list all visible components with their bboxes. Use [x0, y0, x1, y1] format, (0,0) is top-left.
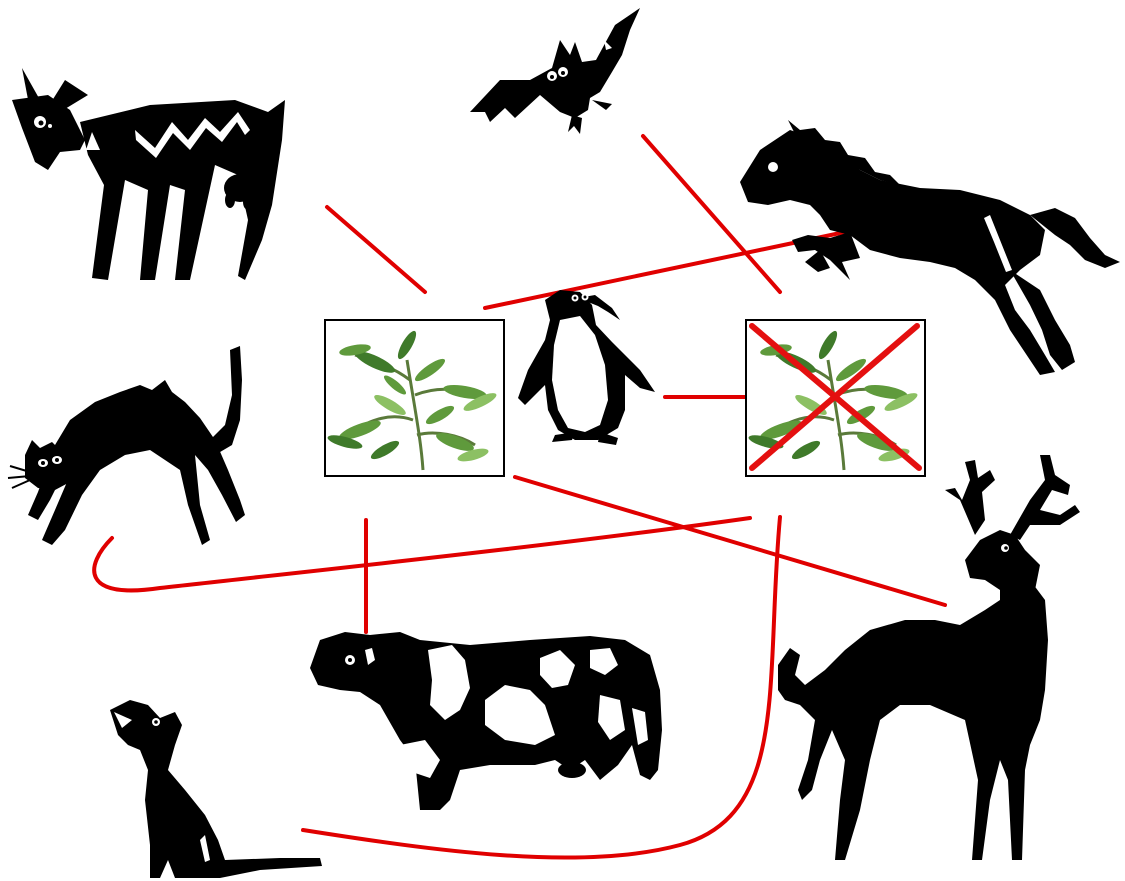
crossed-out-plant-icon — [745, 319, 926, 477]
cross-stroke-2 — [749, 323, 920, 471]
edge-plant-deer — [513, 475, 947, 607]
edge-bat-crossed-plant — [641, 134, 782, 294]
cow-icon — [310, 632, 662, 810]
horse-icon — [740, 120, 1120, 375]
bat-icon — [470, 8, 640, 134]
edge-cat-crossed-plant — [92, 516, 752, 593]
cat-icon — [7, 346, 245, 545]
connector-lines — [92, 134, 947, 860]
edge-goat-plant — [325, 205, 427, 294]
plant-icon — [324, 319, 505, 477]
goat-icon — [12, 68, 285, 280]
edge-plant-horse — [483, 230, 847, 310]
edge-wolf-crossed-plant — [301, 515, 782, 860]
wolf-icon — [110, 700, 322, 878]
penguin-icon — [518, 290, 655, 445]
deer-icon — [778, 455, 1080, 860]
